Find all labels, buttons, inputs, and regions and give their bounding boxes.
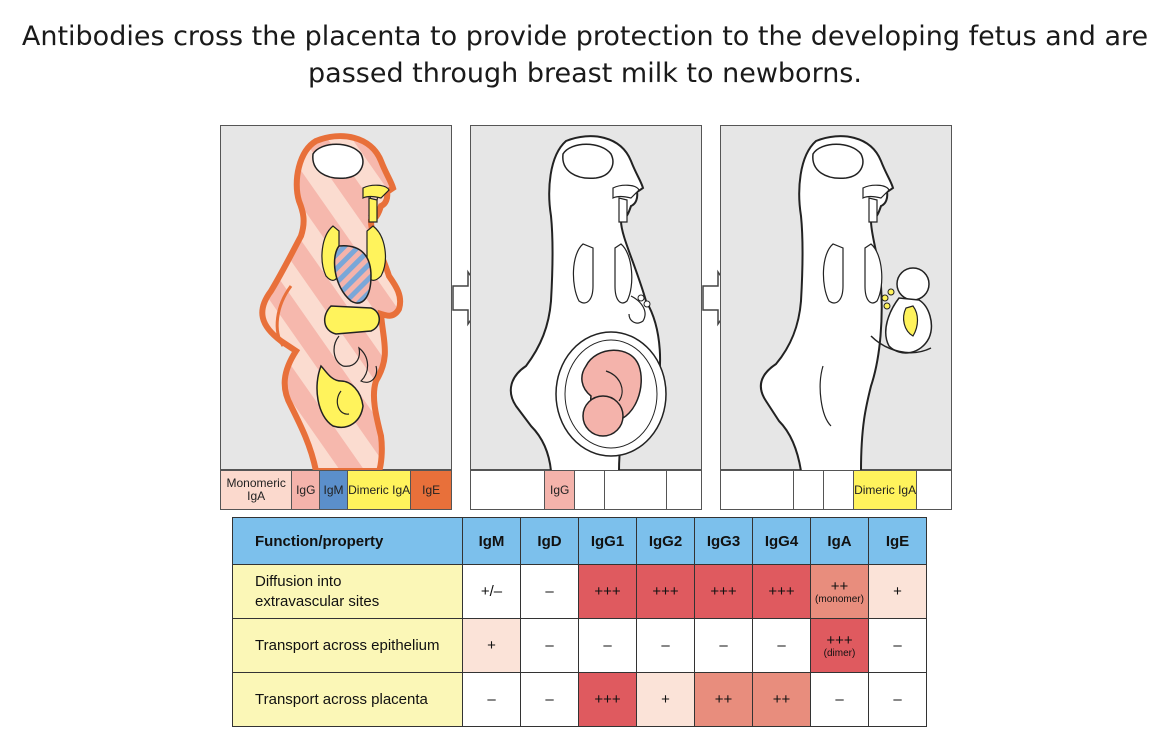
- value-cell: +: [462, 618, 521, 673]
- value-cell: +++: [578, 672, 637, 727]
- legend-empty: [824, 471, 854, 509]
- antibody-properties-table: Function/property IgM IgD IgG1 IgG2 IgG3…: [232, 517, 927, 727]
- value-text: ++: [830, 578, 849, 595]
- value-text: ++: [772, 691, 791, 708]
- value-text: +++: [710, 583, 737, 600]
- value-cell: +++: [752, 564, 811, 619]
- function-cell: Diffusion into extravascular sites: [232, 564, 463, 619]
- value-text: +: [893, 583, 902, 600]
- value-text: +++: [594, 583, 621, 600]
- table-body: Diffusion into extravascular sites+/––++…: [232, 564, 927, 727]
- value-text: +++: [826, 632, 853, 649]
- header-igm: IgM: [462, 517, 521, 565]
- value-cell: –: [810, 672, 869, 727]
- value-text: –: [661, 637, 670, 654]
- value-cell: –: [520, 564, 579, 619]
- value-cell: –: [694, 618, 753, 673]
- value-text: +: [661, 691, 670, 708]
- header-igg2: IgG2: [636, 517, 695, 565]
- legend-igm: IgM: [320, 471, 348, 509]
- value-text: +++: [594, 691, 621, 708]
- panel-pregnant: [470, 125, 702, 471]
- value-text: –: [777, 637, 786, 654]
- value-text: ++: [714, 691, 733, 708]
- function-cell: Transport across placenta: [232, 672, 463, 727]
- value-text: –: [835, 691, 844, 708]
- value-cell: +: [868, 564, 927, 619]
- value-subtext: (dimer): [823, 648, 856, 659]
- legend-igg: IgG: [292, 471, 321, 509]
- legend-adult: Monomeric IgA IgG IgM Dimeric IgA IgE: [220, 470, 452, 510]
- table-row: Transport across epithelium + – – – – – +++(dim…: [232, 618, 927, 673]
- value-cell: –: [462, 672, 521, 727]
- header-igg1: IgG1: [578, 517, 637, 565]
- panel-nursing: [720, 125, 952, 471]
- pregnant-body-illustration: [509, 135, 667, 471]
- legend-empty: [605, 471, 668, 509]
- value-text: –: [893, 691, 902, 708]
- header-igg3: IgG3: [694, 517, 753, 565]
- legend-ige: IgE: [411, 471, 452, 509]
- value-cell: –: [868, 672, 927, 727]
- value-cell: ++(monomer): [810, 564, 869, 619]
- header-iga: IgA: [810, 517, 869, 565]
- value-text: –: [719, 637, 728, 654]
- value-text: +: [487, 637, 496, 654]
- header-igd: IgD: [520, 517, 579, 565]
- legend-pregnant: IgG: [470, 470, 702, 510]
- value-subtext: (monomer): [815, 594, 864, 605]
- legend-dimeric-iga: Dimeric IgA: [347, 471, 412, 509]
- header-igg4: IgG4: [752, 517, 811, 565]
- table-header-row: Function/property IgM IgD IgG1 IgG2 IgG3…: [232, 517, 927, 565]
- value-text: –: [487, 691, 496, 708]
- slide-title: Antibodies cross the placenta to provide…: [21, 21, 1149, 89]
- header-function-property: Function/property: [232, 517, 463, 565]
- value-cell: +/–: [462, 564, 521, 619]
- value-cell: –: [868, 618, 927, 673]
- legend-empty: [575, 471, 605, 509]
- value-cell: –: [752, 618, 811, 673]
- nursing-body-illustration: [759, 135, 933, 471]
- value-cell: –: [520, 618, 579, 673]
- legend-empty: [721, 471, 795, 509]
- legend-dimeric-iga: Dimeric IgA: [853, 471, 918, 509]
- value-text: +++: [768, 583, 795, 600]
- value-text: –: [545, 637, 554, 654]
- legend-empty: [917, 471, 951, 509]
- panel-adult-body: [220, 125, 452, 471]
- value-text: +/–: [480, 583, 503, 600]
- table-row: Diffusion into extravascular sites+/––++…: [232, 564, 927, 619]
- legend-empty: [471, 471, 546, 509]
- value-cell: +++: [694, 564, 753, 619]
- value-cell: ++: [694, 672, 753, 727]
- legend-empty: [667, 471, 701, 509]
- value-cell: +++: [636, 564, 695, 619]
- legend-nursing: Dimeric IgA: [720, 470, 952, 510]
- function-cell: Transport across epithelium: [232, 618, 463, 673]
- value-text: –: [545, 691, 554, 708]
- legend-empty: [794, 471, 825, 509]
- legend-igg: IgG: [545, 471, 576, 509]
- value-cell: ++: [752, 672, 811, 727]
- value-text: –: [545, 583, 554, 600]
- adult-body-illustration: [259, 133, 404, 471]
- value-text: –: [603, 637, 612, 654]
- header-ige: IgE: [868, 517, 927, 565]
- value-cell: +++(dimer): [810, 618, 869, 673]
- value-cell: –: [578, 618, 637, 673]
- value-text: –: [893, 637, 902, 654]
- value-cell: +: [636, 672, 695, 727]
- value-text: +++: [652, 583, 679, 600]
- table-row: Transport across placenta––++++++++––: [232, 672, 927, 727]
- value-cell: +++: [578, 564, 637, 619]
- value-cell: –: [636, 618, 695, 673]
- legend-monomeric-iga: Monomeric IgA: [221, 471, 293, 509]
- value-cell: –: [520, 672, 579, 727]
